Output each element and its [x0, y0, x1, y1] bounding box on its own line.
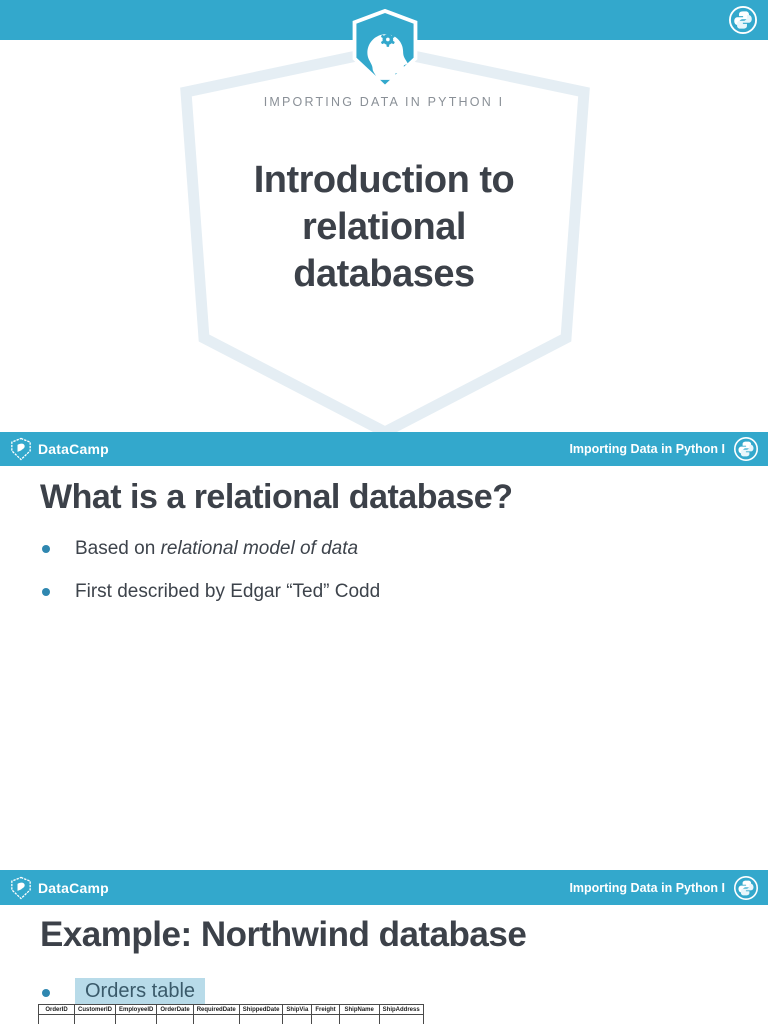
deck-title-line-3: databases: [293, 253, 475, 295]
python-icon: [729, 6, 757, 34]
list-item: Based on relational model of data: [42, 538, 380, 560]
course-kicker: IMPORTING DATA IN PYTHON I: [263, 95, 505, 109]
bullet-text: First described by Edgar “Ted” Codd: [75, 581, 381, 602]
datacamp-shield-icon: [11, 437, 31, 461]
table-row: [38, 1014, 424, 1024]
list-item: Orders table: [42, 978, 206, 1007]
column-header: ShipAddress: [378, 1004, 424, 1015]
column-header: EmployeeID: [115, 1004, 158, 1015]
python-icon: [734, 437, 758, 461]
deck-title-line-1: Introduction to: [253, 159, 515, 201]
deck-title: Introduction to relational databases: [0, 157, 768, 298]
brain-shield-icon: [348, 9, 422, 89]
table-header-row: OrderID CustomerID EmployeeID OrderDate …: [38, 1004, 424, 1015]
column-header: CustomerID: [73, 1004, 117, 1015]
column-header: ShipName: [338, 1004, 380, 1015]
bullet-dot-icon: [42, 988, 50, 997]
datacamp-shield-icon: [11, 876, 31, 899]
slide2-header-bar: DataCamp Importing Data in Python I: [0, 432, 768, 466]
datacamp-brand-text: DataCamp: [38, 441, 109, 457]
datacamp-brand-text: DataCamp: [38, 879, 109, 896]
python-icon: [734, 875, 758, 900]
orders-table: OrderID CustomerID EmployeeID OrderDate …: [38, 1004, 424, 1024]
bullet-dot-icon: [42, 545, 50, 553]
bullet-text: Based on relational model of data: [75, 538, 359, 559]
column-header: OrderID: [38, 1004, 75, 1015]
course-label: Importing Data in Python I: [569, 880, 725, 895]
course-label: Importing Data in Python I: [569, 442, 725, 456]
slide2-bullet-list: Based on relational model of data First …: [42, 538, 380, 624]
column-header: OrderDate: [156, 1004, 194, 1015]
slide3-heading: Example: Northwind database: [40, 915, 527, 954]
deck-title-line-2: relational: [302, 206, 466, 248]
datacamp-logo: DataCamp: [10, 437, 109, 461]
slide3-header-bar: DataCamp Importing Data in Python I: [0, 870, 768, 905]
bullet-dot-icon: [42, 588, 50, 596]
slide2-heading: What is a relational database?: [40, 478, 513, 516]
datacamp-logo: DataCamp: [10, 876, 109, 900]
list-item: First described by Edgar “Ted” Codd: [42, 581, 380, 603]
column-header: ShipVia: [282, 1004, 313, 1015]
column-header: Freight: [311, 1004, 340, 1015]
column-header: ShippedDate: [238, 1004, 284, 1015]
orders-table-highlight: Orders table: [75, 978, 206, 1007]
column-header: RequiredDate: [192, 1004, 240, 1015]
